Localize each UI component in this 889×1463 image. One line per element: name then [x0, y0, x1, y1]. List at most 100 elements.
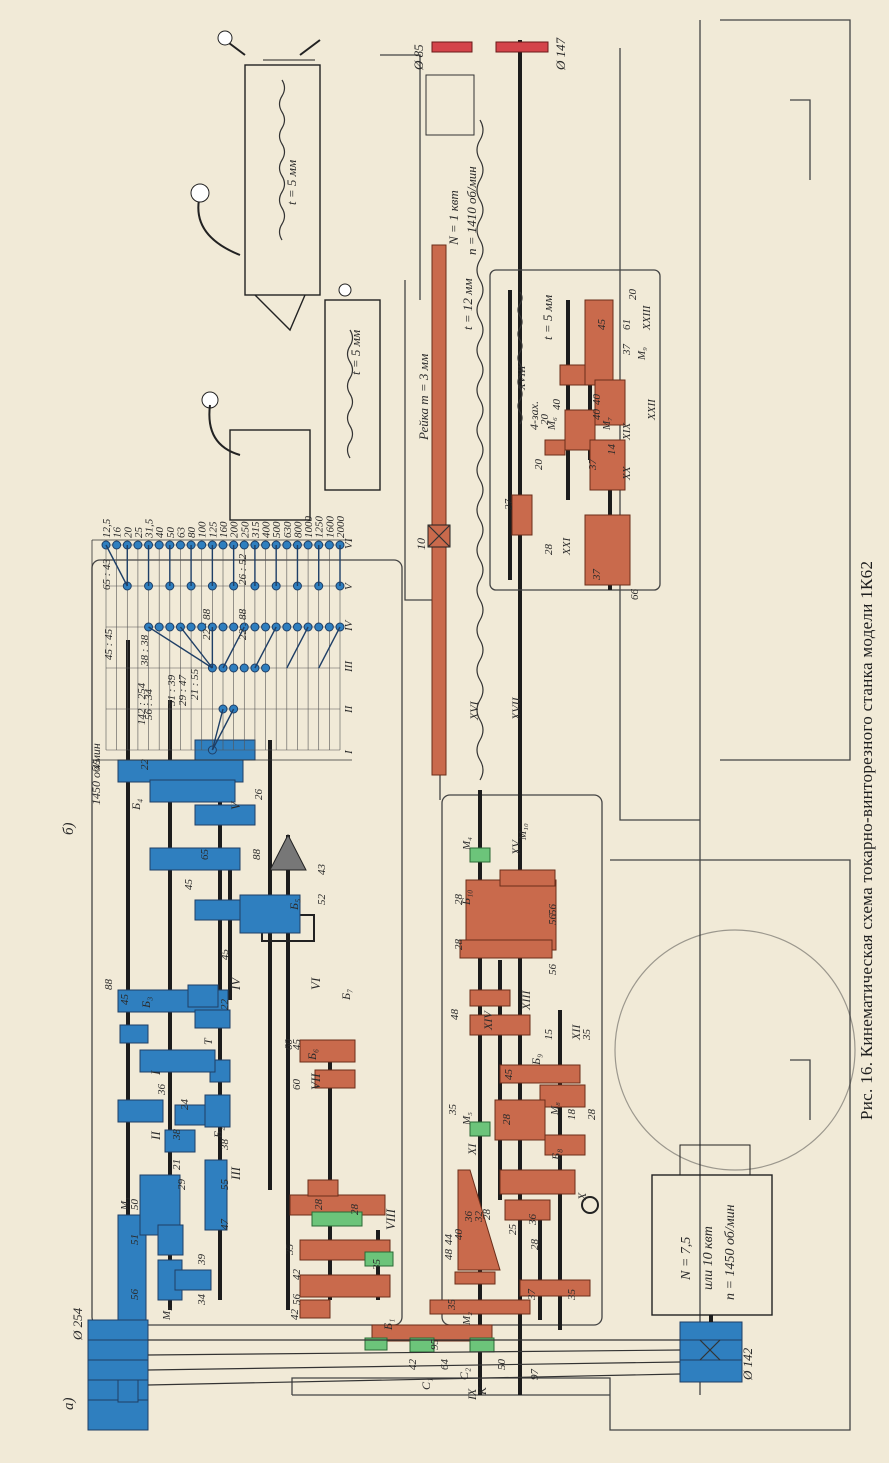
lead-screw — [476, 119, 484, 781]
gear-label: 35 — [566, 1289, 578, 1302]
speed-ray — [254, 626, 277, 669]
gear-label: 45 — [596, 319, 608, 331]
speed-value: 315 — [250, 521, 262, 539]
speed-ray — [222, 626, 245, 669]
shaft-label: II — [148, 1131, 163, 1141]
gear-label: 15 — [543, 1029, 555, 1041]
gear-label: 28 — [453, 939, 465, 951]
gear-label: 26 — [253, 789, 265, 801]
gear-label: 44 — [443, 1234, 455, 1246]
gear-label: 45 — [219, 949, 231, 961]
speed-ratio: 142 : 254 — [136, 682, 148, 725]
speed-chart-input-rpm: 1450 об/мин — [89, 743, 103, 805]
gear-label: 64 — [439, 1359, 451, 1371]
gear-label: 61 — [621, 319, 633, 330]
block-label: Б₁₀ — [459, 890, 473, 906]
spindle-center — [269, 833, 307, 871]
gear-label: 20 — [533, 459, 545, 471]
gear-label: 18 — [566, 1109, 578, 1121]
gear-label: 22 — [139, 759, 151, 771]
speed-ratio: 26 : 52 — [237, 553, 249, 585]
block-label: Б₇ — [339, 989, 353, 1001]
gear-label: 37 — [591, 569, 603, 582]
speed-node — [239, 663, 249, 673]
aux-motor — [425, 74, 475, 136]
gear-label: 34 — [196, 1294, 208, 1307]
speed-chart-shaft: IV — [343, 619, 355, 632]
aux-motor-rpm: n = 1410 об/мин — [464, 166, 479, 255]
speed-value: 16 — [112, 527, 124, 539]
speed-node — [197, 540, 207, 550]
speed-node — [175, 540, 185, 550]
gear-label: 20 — [627, 289, 639, 301]
headstock-reverse-gears — [289, 1039, 391, 1319]
clutch-label: M₁₀ — [517, 823, 529, 841]
apron-screw — [517, 291, 523, 425]
gear-label: 27 — [503, 499, 515, 511]
speed-value: 2000 — [335, 516, 347, 539]
gear-label: 42 — [289, 1309, 301, 1321]
speed-value: 1250 — [314, 516, 326, 539]
shaft-label: XXII — [646, 398, 658, 421]
pulley-142 — [679, 1321, 743, 1383]
block-label: Б₈ — [549, 1149, 563, 1161]
gear-label: 35 — [284, 1244, 296, 1257]
gear-label: 28 — [349, 1204, 361, 1216]
speed-value: 40 — [154, 527, 166, 539]
pulley-85-label: Ø 85 — [411, 44, 426, 71]
gear-label: 47 — [219, 1219, 231, 1231]
gear-label: 36 — [156, 1084, 168, 1097]
speed-value: 250 — [239, 521, 251, 538]
feed-lever — [581, 1196, 599, 1214]
pulley-147-label: Ø 147 — [553, 37, 568, 71]
gear-label: 40 — [453, 1229, 465, 1241]
gear-label: 45 — [183, 879, 195, 891]
speed-ratio: 22 : 88 — [201, 608, 213, 640]
motor-power: N = 7,5 — [679, 1237, 694, 1281]
motor-power-alt: или 10 квт — [701, 1226, 716, 1290]
machine-frame — [291, 19, 856, 1431]
speed-ratio: 21 : 55 — [189, 668, 201, 700]
carriage-screw-pitch: t = 5 мм — [348, 330, 363, 375]
gear-label: 40 — [591, 409, 603, 421]
speed-ray — [286, 626, 309, 669]
gear-label: 50 — [496, 1359, 508, 1371]
shaft-label: V — [228, 800, 243, 810]
shaft-label: XX — [621, 465, 633, 481]
gear-label: 97 — [529, 1369, 541, 1381]
v-belts — [147, 1339, 681, 1386]
shaft-label: XI — [465, 1143, 479, 1156]
pulley-254 — [87, 1319, 149, 1431]
block-label: Б₃ — [139, 997, 153, 1009]
pulley-85 — [431, 41, 473, 53]
speed-value: 400 — [261, 521, 273, 538]
speed-ray — [148, 626, 213, 669]
label-k: К — [475, 1386, 489, 1396]
block-label: Б₆ — [305, 1049, 319, 1061]
shaft-label: XV — [509, 839, 523, 856]
speed-node — [112, 540, 122, 550]
aux-motor-power: N = 1 квт — [446, 190, 461, 246]
clutch-label: M₈ — [549, 1102, 561, 1116]
speed-value: 50 — [165, 527, 177, 539]
speed-value: 500 — [271, 521, 283, 538]
speed-node — [250, 622, 260, 632]
gear-label: 88 — [103, 979, 115, 991]
worm-starts: 4-зах. — [527, 401, 541, 430]
shaft-label: XVIII — [516, 364, 528, 391]
gear-label: 36 — [463, 1211, 475, 1224]
speed-node — [292, 622, 302, 632]
gear-label: 25 — [507, 1224, 519, 1236]
shaft-label: XVI — [467, 700, 481, 721]
feedbox-clutches — [364, 847, 495, 1353]
speed-node — [229, 622, 239, 632]
speed-ray — [105, 544, 128, 587]
speed-value: 630 — [282, 521, 294, 538]
speed-node — [154, 622, 164, 632]
gear-label: 56 — [129, 1289, 141, 1301]
pulley-147 — [495, 41, 549, 53]
gear-label: 56 — [547, 964, 559, 976]
speed-value: 200 — [229, 521, 241, 538]
gear-label: 28 — [481, 1209, 493, 1221]
